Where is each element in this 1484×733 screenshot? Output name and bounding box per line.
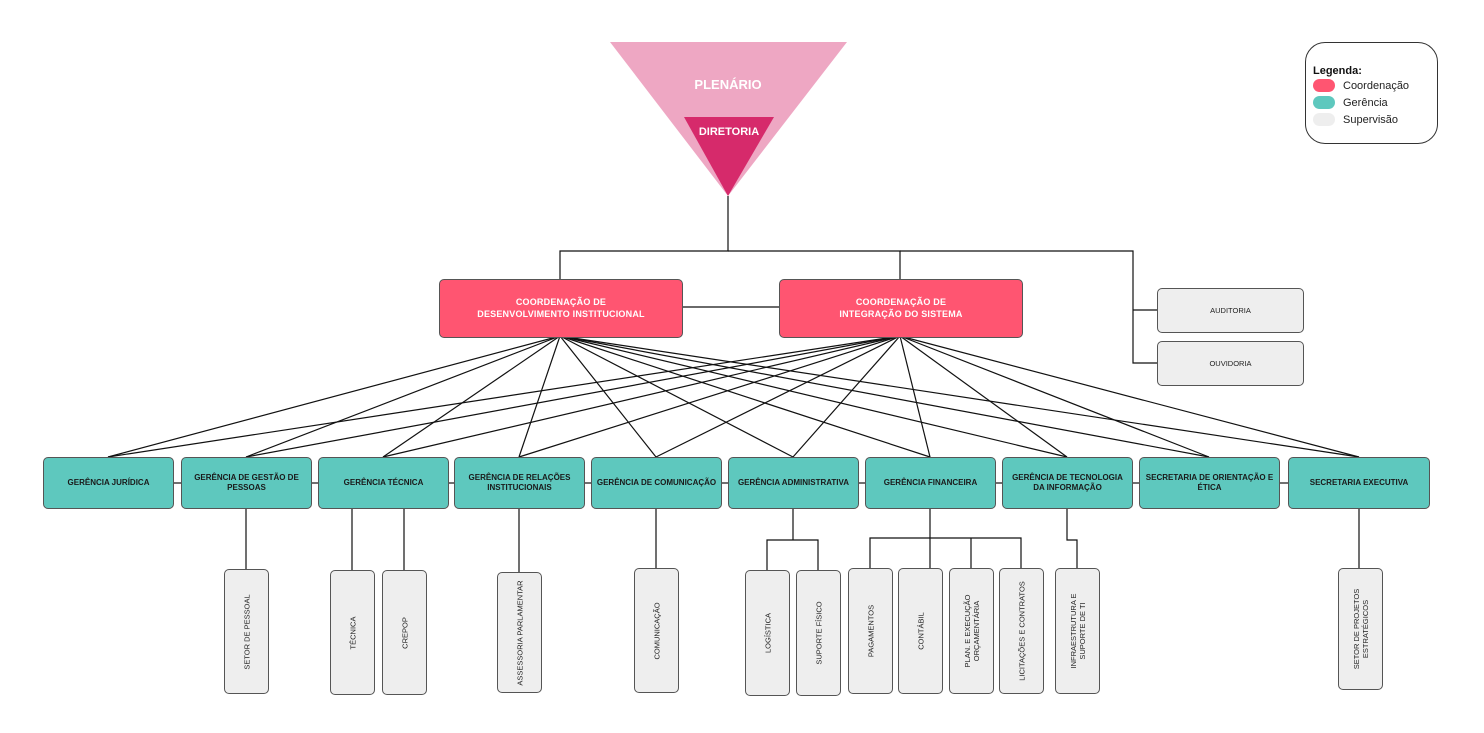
setor-label: SETOR DE PESSOAL [242,593,251,670]
gerencia-financeira[interactable]: GERÊNCIA FINANCEIRA [865,457,996,509]
fan-line-cdi [559,335,1068,458]
secretaria-executiva[interactable]: SECRETARIA EXECUTIVA [1288,457,1430,509]
gerencia-relacoes-institucionais[interactable]: GERÊNCIA DE RELAÇÕES INSTITUCIONAIS [454,457,585,509]
plenario-label: PLENÁRIO [694,77,762,92]
branch-ti [1066,509,1078,568]
branch-financeira [869,509,1022,568]
coordenacao-line2: DESENVOLVIMENTO INSTITUCIONAL [477,308,645,319]
setor-label: ASSESSORIA PARLAMENTAR [515,579,524,686]
branch-administrativa [766,509,819,570]
setor-infraestrutura-suporte-ti[interactable]: INFRAESTRUTURA E SUPORTE DE TI [1055,568,1100,694]
gerencia-label: SECRETARIA EXECUTIVA [1309,478,1409,488]
setor-logistica[interactable]: LOGÍSTICA [745,570,790,696]
fan-line-cdi [559,335,657,458]
gerencia-label: GERÊNCIA JURÍDICA [67,478,150,488]
fan-line-cis [899,335,1068,458]
fan-line-cis [655,335,901,458]
legend-item-supervisao: Supervisão [1313,111,1437,128]
setor-comunicacao[interactable]: COMUNICAÇÃO [634,568,679,693]
setor-label: LOGÍSTICA [763,612,772,654]
setor-crepop[interactable]: CREPOP [382,570,427,695]
connector-diretoria-cis [728,250,901,279]
setor-assessoria-parlamentar[interactable]: ASSESSORIA PARLAMENTAR [497,572,542,693]
ouvidoria-box[interactable]: OUVIDORIA [1157,341,1304,386]
fan-line-cis [518,335,901,458]
legend: Legenda: Coordenação Gerência Supervisão [1305,42,1438,144]
gerencia-label: GERÊNCIA FINANCEIRA [883,478,978,488]
connector-diretoria-cdi [559,196,729,279]
gerencia-label: GERÊNCIA DE RELAÇÕES INSTITUCIONAIS [468,473,571,492]
supervisao-swatch [1313,113,1335,126]
setor-label: CONTÁBIL [916,612,925,650]
fan-line-cdi [559,335,794,458]
legend-item-gerencia: Gerência [1313,94,1437,111]
gerencia-label: GERÊNCIA DE COMUNICAÇÃO [596,478,717,488]
setor-label: SUPORTE FÍSICO [814,601,823,665]
auditoria-box[interactable]: AUDITORIA [1157,288,1304,333]
setor-licitacoes-contratos[interactable]: LICITAÇÕES E CONTRATOS [999,568,1044,694]
fan-line-cis [899,335,1360,458]
legend-label: Supervisão [1343,113,1399,126]
gerencia-label: GERÊNCIA TÉCNICA [343,478,424,488]
gerencia-comunicacao[interactable]: GERÊNCIA DE COMUNICAÇÃO [591,457,722,509]
setor-contabil[interactable]: CONTÁBIL [898,568,943,694]
setor-pagamentos[interactable]: PAGAMENTOS [848,568,893,694]
setor-tecnica[interactable]: TÉCNICA [330,570,375,695]
fan-line-cis [107,335,901,458]
secretaria-orientacao-etica[interactable]: SECRETARIA DE ORIENTAÇÃO E ÉTICA [1139,457,1280,509]
fan-line-cdi [382,335,561,458]
coordenacao-integracao-sistema[interactable]: COORDENAÇÃO DE INTEGRAÇÃO DO SISTEMA [779,279,1023,338]
setor-label: CREPOP [400,616,409,649]
fan-line-cdi [559,335,931,458]
legend-label: Coordenação [1343,79,1410,92]
auditoria-label: AUDITORIA [1210,306,1251,315]
gerencia-tecnica[interactable]: GERÊNCIA TÉCNICA [318,457,449,509]
fan-line-cis [899,335,1210,458]
setor-label: SETOR DE PROJETOS ESTRATÉGICOS [1351,588,1370,670]
setor-plan-execucao-orcamentaria[interactable]: PLAN. E EXECUÇÃO ORÇAMENTÁRIA [949,568,994,694]
gerencia-gestao-pessoas[interactable]: GERÊNCIA DE GESTÃO DE PESSOAS [181,457,312,509]
legend-label: Gerência [1343,96,1388,109]
fan-line-cis [899,335,931,458]
setor-label: TÉCNICA [348,616,357,649]
coordenacao-desenvolvimento-institucional[interactable]: COORDENAÇÃO DE DESENVOLVIMENTO INSTITUCI… [439,279,683,338]
setor-projetos-estrategicos[interactable]: SETOR DE PROJETOS ESTRATÉGICOS [1338,568,1383,690]
setor-label: COMUNICAÇÃO [652,601,661,660]
setor-label: PAGAMENTOS [866,604,875,658]
coordenacao-line2: INTEGRAÇÃO DO SISTEMA [839,308,963,319]
coordenacao-swatch [1313,79,1335,92]
connector-diretoria-ouvidoria [900,250,1157,364]
diretoria-label: DIRETORIA [698,126,760,138]
setor-suporte-fisico[interactable]: SUPORTE FÍSICO [796,570,841,696]
fan-line-cis [382,335,901,458]
setor-label: PLAN. E EXECUÇÃO ORÇAMENTÁRIA [962,594,981,668]
fan-line-cdi [107,335,561,458]
gerencia-juridica[interactable]: GERÊNCIA JURÍDICA [43,457,174,509]
fan-line-cdi [245,335,561,458]
fan-line-cdi [559,335,1360,458]
legend-item-coordenacao: Coordenação [1313,77,1437,94]
fan-line-cdi [559,335,1210,458]
gerencia-label: GERÊNCIA ADMINISTRATIVA [737,478,850,488]
setor-pessoal[interactable]: SETOR DE PESSOAL [224,569,269,694]
gerencia-swatch [1313,96,1335,109]
legend-title: Legenda: [1313,65,1362,77]
diretoria-triangle [684,117,774,196]
setor-label: INFRAESTRUTURA E SUPORTE DE TI [1068,593,1087,669]
fan-line-cis [245,335,901,458]
gerencia-label: GERÊNCIA DE GESTÃO DE PESSOAS [194,473,299,492]
coordenacao-line1: COORDENAÇÃO DE [515,297,607,308]
fan-line-cis [792,335,901,458]
ouvidoria-label: OUVIDORIA [1209,359,1252,368]
gerencia-label: SECRETARIA DE ORIENTAÇÃO E ÉTICA [1145,473,1274,492]
fan-line-cdi [518,335,561,458]
gerencia-administrativa[interactable]: GERÊNCIA ADMINISTRATIVA [728,457,859,509]
setor-label: LICITAÇÕES E CONTRATOS [1017,581,1026,681]
coordenacao-line1: COORDENAÇÃO DE [855,297,947,308]
gerencia-label: GERÊNCIA DE TECNOLOGIA DA INFORMAÇÃO [1012,473,1123,492]
gerencia-tecnologia-informacao[interactable]: GERÊNCIA DE TECNOLOGIA DA INFORMAÇÃO [1002,457,1133,509]
